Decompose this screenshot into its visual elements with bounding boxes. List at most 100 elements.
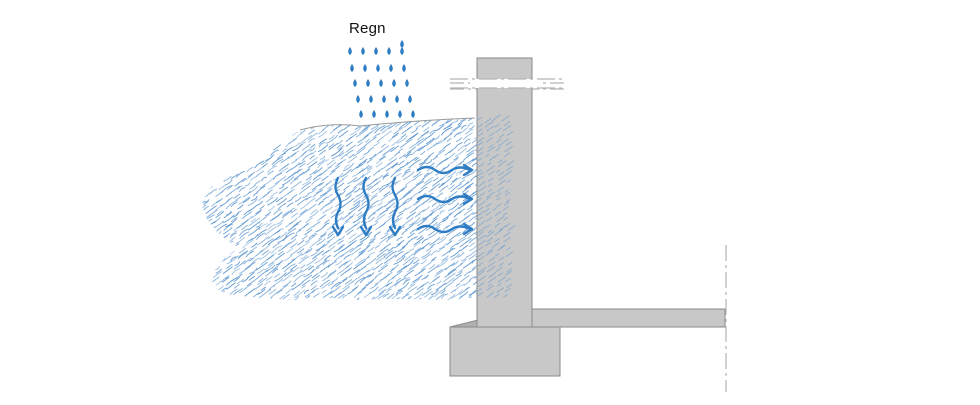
- raindrop-icon: [402, 64, 406, 72]
- soil-hatch-stroke: [311, 177, 322, 186]
- soil-hatch-stroke: [301, 143, 312, 151]
- soil-hatch-stroke: [432, 155, 438, 160]
- soil-hatch-stroke: [404, 296, 412, 300]
- soil-hatch-stroke: [244, 125, 257, 136]
- soil-hatch-stroke: [455, 262, 464, 269]
- soil-hatch-stroke: [345, 144, 357, 153]
- soil-hatch-stroke: [391, 137, 403, 147]
- soil-hatch-stroke: [272, 262, 281, 270]
- soil-hatch-stroke: [393, 217, 400, 223]
- moisture-hatch-stroke: [505, 277, 512, 282]
- soil-hatch-stroke: [385, 202, 396, 210]
- moisture-hatch-stroke: [477, 220, 486, 227]
- soil-hatch-stroke: [387, 106, 395, 112]
- soil-hatch-stroke: [338, 151, 345, 157]
- soil-hatch-stroke: [319, 279, 331, 288]
- soil-hatch-area: [195, 106, 511, 300]
- soil-hatch-stroke: [367, 212, 376, 220]
- moisture-hatch-stroke: [487, 182, 493, 187]
- soil-hatch-stroke: [261, 238, 274, 248]
- soil-hatch-stroke: [248, 221, 261, 231]
- soil-hatch-stroke: [225, 192, 231, 198]
- moisture-hatch-stroke: [488, 170, 495, 176]
- raindrop-icon: [405, 79, 409, 87]
- soil-hatch-stroke: [239, 231, 250, 239]
- soil-hatch-stroke: [344, 189, 355, 198]
- soil-hatch-stroke: [254, 296, 261, 300]
- soil-hatch-stroke: [330, 165, 340, 173]
- soil-hatch-stroke: [214, 257, 226, 266]
- soil-hatch-stroke: [471, 162, 478, 167]
- soil-hatch-stroke: [278, 186, 289, 194]
- soil-hatch-stroke: [338, 211, 345, 216]
- soil-hatch-stroke: [261, 249, 269, 256]
- soil-hatch-stroke: [427, 283, 435, 290]
- soil-hatch-stroke: [215, 276, 228, 286]
- soil-hatch-stroke: [445, 107, 453, 113]
- soil-hatch-stroke: [337, 139, 343, 145]
- soil-hatch-stroke: [368, 238, 376, 244]
- soil-hatch-stroke: [310, 285, 317, 291]
- soil-hatch-stroke: [308, 234, 315, 240]
- soil-hatch-stroke: [214, 109, 225, 117]
- soil-hatch-stroke: [222, 118, 229, 124]
- soil-hatch-stroke: [406, 212, 416, 220]
- soil-hatch-stroke: [268, 288, 277, 295]
- raindrop-icon: [411, 110, 415, 118]
- soil-hatch-stroke: [395, 122, 401, 128]
- soil-hatch-stroke: [317, 297, 325, 300]
- moisture-hatch-stroke: [477, 141, 484, 146]
- soil-hatch-stroke: [245, 250, 255, 258]
- arrow-right-icon: [416, 192, 474, 206]
- soil-hatch-stroke: [264, 226, 277, 236]
- soil-hatch-stroke: [464, 182, 474, 190]
- soil-hatch-stroke: [286, 202, 294, 208]
- soil-hatch-stroke: [304, 229, 313, 236]
- soil-hatch-stroke: [220, 134, 232, 144]
- soil-hatch-stroke: [431, 256, 437, 262]
- soil-hatch-stroke: [373, 141, 380, 147]
- soil-hatch-stroke: [195, 291, 201, 295]
- soil-hatch-stroke: [445, 222, 454, 229]
- soil-hatch-stroke: [457, 181, 469, 190]
- soil-hatch-stroke: [214, 266, 220, 271]
- soil-hatch-stroke: [284, 227, 297, 237]
- soil-hatch-stroke: [255, 222, 263, 228]
- soil-hatch-stroke: [286, 247, 294, 254]
- soil-hatch-stroke: [352, 194, 364, 203]
- soil-hatch-stroke: [290, 242, 298, 249]
- soil-hatch-stroke: [264, 146, 273, 154]
- soil-hatch-stroke: [414, 213, 421, 218]
- soil-hatch-stroke: [206, 263, 213, 269]
- soil-hatch-stroke: [322, 259, 330, 266]
- arrow-down-icon: [388, 176, 402, 237]
- soil-hatch-stroke: [225, 131, 234, 138]
- soil-hatch-stroke: [431, 122, 437, 127]
- soil-hatch-stroke: [277, 250, 284, 256]
- soil-hatch-stroke: [300, 129, 306, 134]
- soil-hatch-stroke: [449, 249, 461, 258]
- soil-hatch-stroke: [460, 291, 469, 298]
- soil-hatch-stroke: [195, 159, 201, 163]
- soil-hatch-stroke: [247, 132, 260, 143]
- soil-hatch-stroke: [371, 187, 380, 194]
- moisture-hatch-stroke: [485, 230, 495, 238]
- soil-hatch-stroke: [405, 205, 412, 211]
- soil-hatch-stroke: [455, 137, 462, 142]
- moisture-hatch-stroke: [506, 159, 515, 167]
- soil-hatch-stroke: [329, 170, 336, 176]
- soil-hatch-stroke: [384, 198, 396, 208]
- soil-hatch-stroke: [267, 118, 278, 126]
- soil-hatch-stroke: [205, 192, 212, 198]
- soil-hatch-stroke: [278, 163, 290, 172]
- soil-hatch-stroke: [373, 231, 382, 237]
- soil-hatch-stroke: [468, 236, 478, 244]
- soil-hatch-stroke: [267, 189, 273, 194]
- soil-hatch-stroke: [229, 232, 237, 239]
- soil-hatch-stroke: [407, 283, 415, 290]
- soil-hatch-stroke: [369, 286, 379, 294]
- soil-hatch-stroke: [418, 157, 429, 166]
- soil-hatch-stroke: [438, 235, 445, 241]
- soil-hatch-stroke: [355, 258, 366, 267]
- soil-hatch-stroke: [274, 273, 281, 278]
